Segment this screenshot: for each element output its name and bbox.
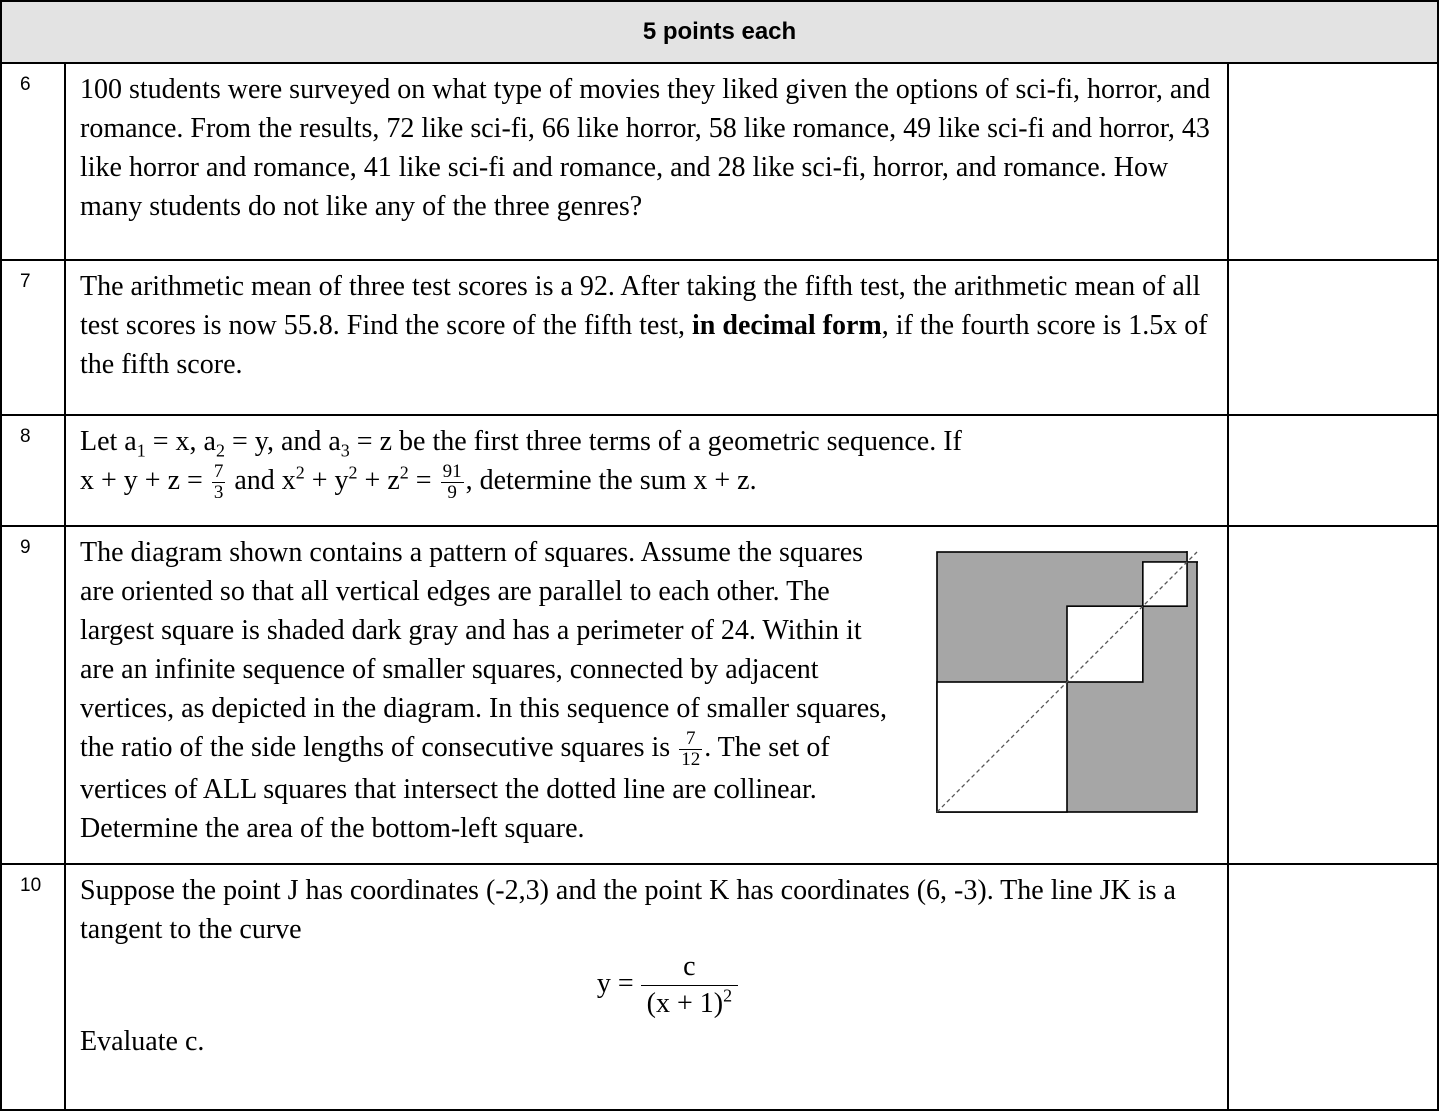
question-row-8: 8 Let a1 = x, a2 = y, and a3 = z be the …	[0, 414, 1439, 527]
question-7-text-b: , if the fourth score is 1.5x of the fif…	[80, 310, 1208, 380]
question-10-text-b: Evaluate c.	[80, 1026, 205, 1057]
question-text: The arithmetic mean of three test scores…	[64, 259, 1229, 416]
question-9-text: The diagram shown contains a pattern of …	[80, 537, 888, 845]
question-row-10: 10 Suppose the point J has coordinates (…	[0, 863, 1439, 1111]
header-row: 5 points each	[0, 0, 1439, 64]
points-header: 5 points each	[0, 0, 1439, 64]
answer-cell[interactable]	[1226, 863, 1439, 1111]
question-row-6: 6 100 students were surveyed on what typ…	[0, 62, 1439, 261]
answer-cell[interactable]	[1226, 62, 1439, 261]
dotted-diagonal	[936, 551, 1198, 813]
curve-equation: y = c(x + 1)2	[80, 949, 1215, 1022]
answer-cell[interactable]	[1226, 259, 1439, 416]
question-10-text-a: Suppose the point J has coordinates (-2,…	[80, 875, 1176, 945]
answer-cell[interactable]	[1226, 525, 1439, 865]
question-row-7: 7 The arithmetic mean of three test scor…	[0, 259, 1439, 416]
question-number: 6	[0, 62, 66, 261]
answer-cell[interactable]	[1226, 414, 1439, 527]
question-7-emphasis: in decimal form	[692, 310, 882, 341]
question-number: 9	[0, 525, 66, 865]
question-8-line-1: Let a1 = x, a2 = y, and a3 = z be the fi…	[80, 426, 962, 461]
question-row-9: 9 The diagram shown contains a pattern o…	[0, 525, 1439, 865]
question-text: Let a1 = x, a2 = y, and a3 = z be the fi…	[64, 414, 1229, 527]
small-square	[1186, 551, 1198, 563]
question-7-text-a: The arithmetic mean of three test scores…	[80, 271, 1201, 341]
question-6-text: 100 students were surveyed on what type …	[80, 74, 1211, 222]
question-text: Suppose the point J has coordinates (-2,…	[64, 863, 1229, 1111]
question-number: 10	[0, 863, 66, 1111]
squares-diagram	[936, 551, 1198, 813]
question-text: The diagram shown contains a pattern of …	[64, 525, 1229, 865]
question-number: 7	[0, 259, 66, 416]
question-number: 8	[0, 414, 66, 527]
question-text: 100 students were surveyed on what type …	[64, 62, 1229, 261]
